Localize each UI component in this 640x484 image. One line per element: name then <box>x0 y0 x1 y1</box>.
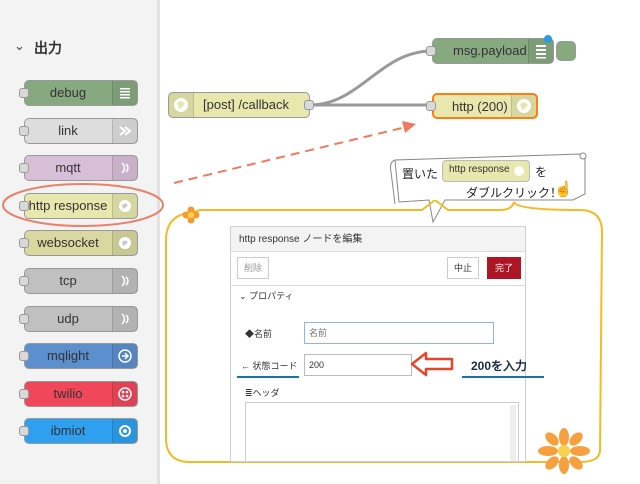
debug-icon <box>112 81 137 105</box>
chevron-down-icon: ⌄ <box>239 291 247 301</box>
palette-node-port <box>19 313 29 324</box>
http-response-input-port[interactable] <box>426 101 436 111</box>
white-globe-icon <box>169 93 194 117</box>
list-icon: ≣ <box>245 388 253 398</box>
palette-node-label: debug <box>49 85 87 100</box>
delete-button[interactable]: 削除 <box>237 257 269 279</box>
palette-node-label: twilio <box>53 385 83 401</box>
name-label: ◆名前 <box>245 329 273 339</box>
palette-node-port <box>19 238 29 249</box>
debug-icon <box>528 39 553 63</box>
palette-node-port <box>19 426 29 437</box>
white-globe-icon <box>112 231 137 256</box>
palette-node-port <box>19 276 29 286</box>
callout-text-line2: ダブルクリック！ <box>466 186 563 200</box>
palette-node-label: http response <box>28 197 108 213</box>
palette-node[interactable]: tcp <box>19 268 138 294</box>
palette-node[interactable]: udp <box>19 305 138 332</box>
palette-node-port <box>19 200 29 211</box>
palette-scrollbar[interactable] <box>157 0 160 484</box>
flower-small-icon <box>182 206 200 224</box>
tag-icon: ◆ <box>245 329 255 339</box>
palette-node-port <box>19 163 29 174</box>
palette-node-label: udp <box>57 310 79 326</box>
arrow-left-icon: ← <box>241 361 250 371</box>
palette-node-label: tcp <box>59 273 77 288</box>
palette-node-label: ibmiot <box>50 423 86 439</box>
dialog-title: http response ノードを編集 <box>231 227 525 252</box>
edit-dialog: http response ノードを編集 削除 中止 完了 ⌄ プロパティ ◆名… <box>230 226 526 462</box>
palette-node[interactable]: websocket <box>19 230 138 257</box>
palette-node-label: websocket <box>37 235 99 251</box>
http-in-output-port[interactable] <box>304 100 314 110</box>
callout-node-chip: http response <box>442 160 530 182</box>
bridge-icon <box>112 269 137 293</box>
debug-node[interactable]: msg.payload <box>432 38 554 64</box>
palette-category-output[interactable]: ⌄ 出力 <box>0 30 157 64</box>
drag-arrow <box>173 121 416 184</box>
section-label: プロパティ <box>249 291 294 301</box>
link-out-icon <box>112 118 137 143</box>
palette-node[interactable]: debug <box>19 80 138 106</box>
callout-text-suffix: を <box>535 165 548 179</box>
palette-node[interactable]: mqtt <box>19 155 138 182</box>
palette-node-port <box>19 388 29 399</box>
http-in-node[interactable]: [post] /callback <box>168 92 310 118</box>
chevron-down-icon: ⌄ <box>14 38 25 53</box>
name-input[interactable] <box>304 322 494 344</box>
palette-node[interactable]: http response <box>19 192 138 219</box>
status-label-underline <box>237 376 299 378</box>
palette-node[interactable]: link <box>19 117 138 144</box>
headers-label: ≣ヘッダ <box>245 388 280 398</box>
properties-section[interactable]: ⌄ プロパティ <box>239 289 294 302</box>
category-label: 出力 <box>34 40 62 56</box>
headers-list[interactable] <box>245 402 519 461</box>
white-globe-icon <box>511 95 536 117</box>
palette-node[interactable]: mqlight <box>19 343 138 370</box>
twilio-icon <box>112 381 137 406</box>
hollow-arrow-left <box>410 351 454 377</box>
palette-node-label: mqlight <box>47 348 89 364</box>
debug-toggle-button[interactable] <box>556 41 576 61</box>
palette-node-label: mqtt <box>55 160 81 176</box>
white-globe-icon <box>511 163 527 184</box>
done-button[interactable]: 完了 <box>487 257 521 279</box>
palette-node-port <box>19 351 29 362</box>
annotation-underline <box>462 376 544 378</box>
status-code-label: ← 状態コード <box>241 361 298 371</box>
changed-indicator <box>544 35 552 43</box>
headers-scrollbar[interactable] <box>510 405 516 461</box>
palette-node[interactable]: twilio <box>19 380 138 407</box>
bridge-icon <box>112 306 137 331</box>
callout-text-prefix: 置いた <box>402 167 439 181</box>
palette-node-port <box>19 125 29 136</box>
palette-node[interactable]: ibmiot <box>19 418 138 445</box>
highlight-frame <box>165 200 604 463</box>
divider <box>231 285 525 286</box>
arrow-right-icon <box>112 344 137 369</box>
highlight-ellipse <box>2 183 164 227</box>
white-globe-icon <box>112 193 137 218</box>
status-code-input[interactable] <box>304 354 412 376</box>
palette-node-port <box>19 88 29 98</box>
iot-icon <box>112 419 137 444</box>
debug-input-port[interactable] <box>426 46 436 56</box>
bridge-icon <box>112 156 137 181</box>
pointer-hand-icon: ☝ <box>554 181 573 198</box>
flower-large-icon <box>538 428 590 474</box>
cancel-button[interactable]: 中止 <box>447 257 479 279</box>
http-response-node[interactable]: http (200) <box>432 93 538 119</box>
flow-wires <box>309 49 433 107</box>
palette-node-label: link <box>58 122 78 138</box>
annotation-text: 200を入力 <box>471 359 528 373</box>
